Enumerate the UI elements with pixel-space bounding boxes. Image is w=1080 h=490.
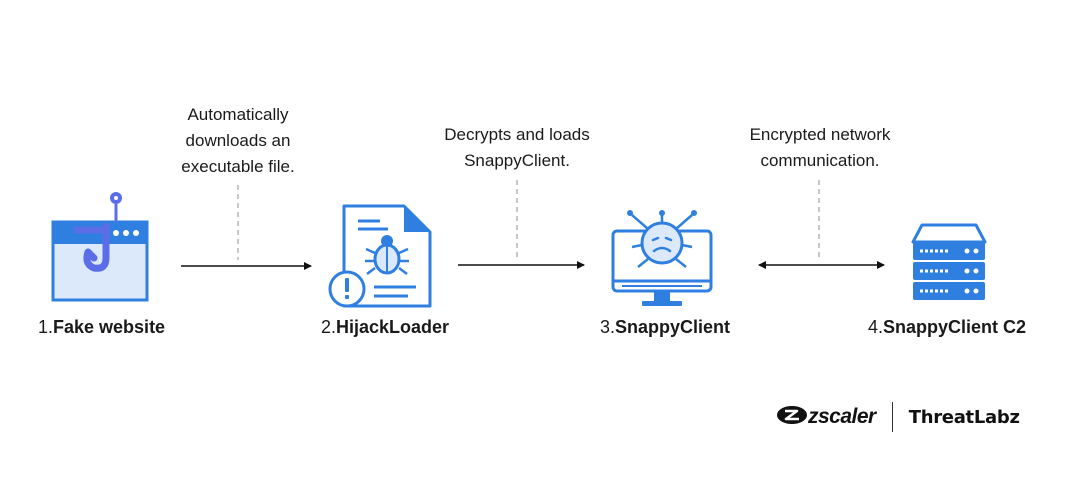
brand-divider	[891, 402, 893, 432]
step-number: 4.	[868, 317, 884, 337]
note-decrypt-line-1: Decrypts and loads	[444, 125, 590, 144]
zscaler-logo-icon	[776, 404, 808, 431]
note-download: Automatically downloads an executable fi…	[158, 102, 318, 180]
note-download-line-3: executable file.	[181, 157, 295, 176]
note-network-line-1: Encrypted network	[749, 125, 891, 144]
branding-footer: zscaler ThreatLabz	[776, 402, 1020, 432]
threatlabz-label: ThreatLabz	[908, 406, 1020, 428]
step-label-hijackloader: 2.HijackLoader	[321, 316, 449, 338]
step-label-snappyclient: 3.SnappyClient	[600, 316, 730, 338]
infected-monitor-virus-icon	[610, 205, 714, 309]
note-network-line-2: communication.	[760, 151, 880, 170]
fake-website-phishing-hook-icon	[50, 186, 150, 304]
note-network: Encrypted network communication.	[730, 122, 910, 174]
step-name: HijackLoader	[336, 317, 450, 337]
note-decrypt: Decrypts and loads SnappyClient.	[422, 122, 612, 174]
note-decrypt-line-2: SnappyClient.	[464, 151, 570, 170]
step-name: Fake website	[53, 317, 166, 337]
step-name: SnappyClient	[615, 317, 731, 337]
step-number: 2.	[321, 317, 337, 337]
step-number: 1.	[38, 317, 54, 337]
step-label-snappyclient-c2: 4.SnappyClient C2	[868, 316, 1026, 338]
server-stack-icon	[910, 222, 988, 302]
note-download-line-1: Automatically	[187, 105, 289, 124]
step-name: SnappyClient C2	[883, 317, 1027, 337]
note-download-line-2: downloads an	[185, 131, 291, 150]
step-number: 3.	[600, 317, 616, 337]
zscaler-wordmark: zscaler	[808, 405, 876, 428]
step-label-fake-website: 1.Fake website	[38, 316, 165, 338]
malicious-document-bug-icon	[328, 203, 434, 309]
